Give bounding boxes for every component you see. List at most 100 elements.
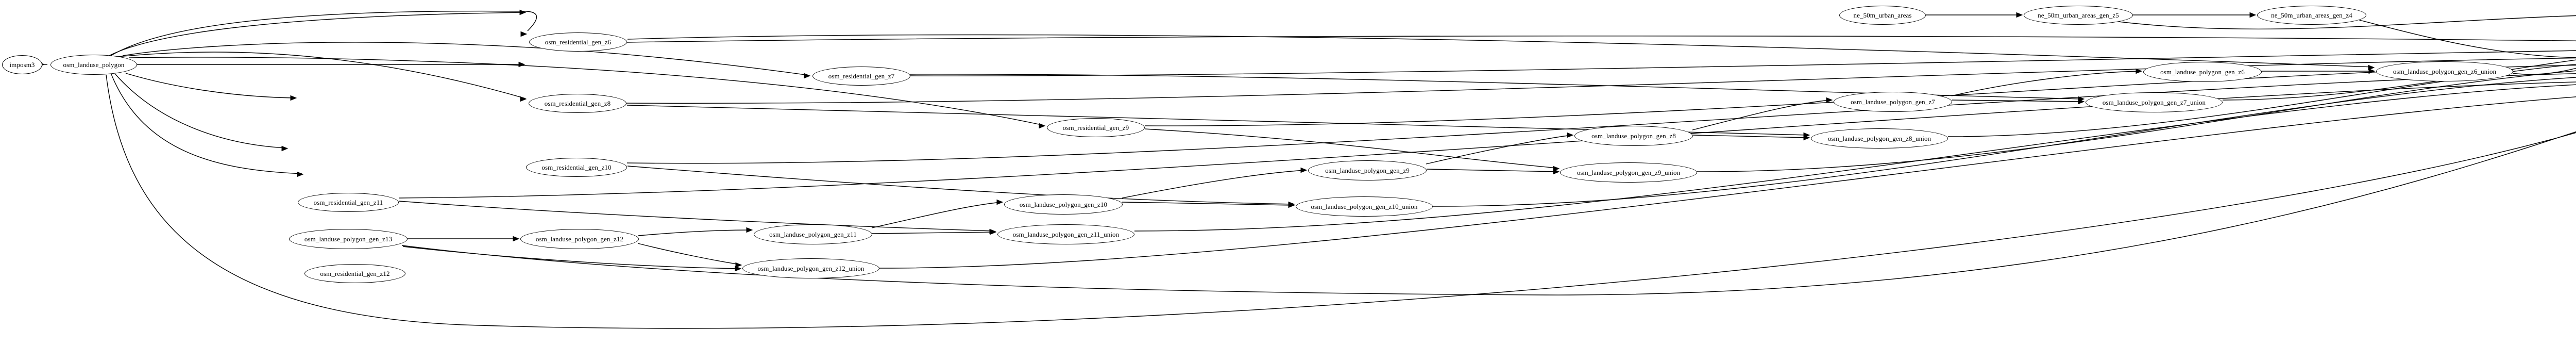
arrowhead-res-z11-to-lup-z11-union <box>989 228 996 235</box>
arrowhead-res-z9-to-lup-z9-union <box>1553 166 1560 172</box>
arrowhead-olp-to-res-z10 <box>518 61 526 68</box>
edge-lup-z8-to-lup-z8-union <box>1692 135 1809 138</box>
arrowhead-lup-z9-to-lup-z8 <box>1567 132 1574 138</box>
node-osm-residential-gen-z12[interactable]: osm_residential_gen_z12 <box>304 264 405 283</box>
arrowhead-olp-to-res-z8 <box>520 96 527 102</box>
arrowhead-lup-z6-to-lup-z6-union <box>2368 68 2376 74</box>
node-label: osm_residential_gen_z9 <box>1062 124 1129 131</box>
node-osm-residential-gen-z11[interactable]: osm_residential_gen_z11 <box>298 193 399 212</box>
node-osm-landuse-polygon-gen-z6[interactable]: osm_landuse_polygon_gen_z6 <box>2143 62 2262 82</box>
edge-olp-to-res-z12 <box>111 74 302 174</box>
node-ne-50m-urban-areas[interactable]: ne_50m_urban_areas <box>1839 6 1926 25</box>
node-osm-residential-gen-z8[interactable]: osm_residential_gen_z8 <box>529 94 626 113</box>
node-label: ne_50m_urban_areas_gen_z5 <box>2038 11 2119 19</box>
edge-res-z10-to-lup-z10-union <box>627 166 1294 205</box>
edge-res-z10-to-layer-z10 <box>626 73 2576 164</box>
edge-lup-z6-union-to-layer-z6 <box>2512 68 2576 75</box>
arrowhead-lup-z12-to-lup-z12-union <box>735 262 742 268</box>
arrowhead-lup-z12-to-lup-z11 <box>746 227 753 233</box>
edge-olp-to-res-z7 <box>122 42 809 76</box>
node-osm-landuse-polygon-gen-z12-union[interactable]: osm_landuse_polygon_gen_z12_union <box>742 258 879 278</box>
arrowhead-lup-z9-to-lup-z9-union <box>1553 169 1560 175</box>
node-label: osm_landuse_polygon_gen_z13 <box>304 235 393 243</box>
edge-lup-z9-to-lup-z8 <box>1426 135 1572 164</box>
edge-lup-z12-to-lup-z12-union <box>637 243 741 265</box>
edge-lup-z11-to-lup-z10 <box>871 202 1002 228</box>
node-label: osm_landuse_polygon_gen_z12_union <box>757 265 865 272</box>
node-label: osm_residential_gen_z6 <box>545 38 612 46</box>
edge-olp-to-res-z8 <box>117 52 526 99</box>
edge-olp-to-res-z6 <box>110 10 537 56</box>
arrowhead-lup-z8-to-lup-z8-union <box>1803 135 1810 141</box>
node-osm-landuse-polygon-gen-z7[interactable]: osm_landuse_polygon_gen_z7 <box>1834 92 1952 112</box>
arrowhead-olp-to-res-z6 <box>520 31 528 37</box>
edge-lup-z12-union-to-layer-z12 <box>879 96 2576 269</box>
arrowhead-lup-z10-to-lup-z10-union <box>1288 202 1295 208</box>
arrowhead-ne-gen-z5-to-gen-z4 <box>2249 12 2257 18</box>
node-imposm3[interactable]: imposm3 <box>2 55 42 74</box>
edge-lup-z10-to-lup-z9 <box>1122 170 1306 199</box>
node-osm-landuse-polygon-gen-z11[interactable]: osm_landuse_polygon_gen_z11 <box>754 224 872 244</box>
edge-res-z11-to-layer-z11 <box>398 81 2576 199</box>
node-osm-landuse-polygon-gen-z9[interactable]: osm_landuse_polygon_gen_z9 <box>1308 160 1427 180</box>
node-label: osm_landuse_polygon_gen_z7 <box>1851 98 1935 106</box>
node-label: osm_landuse_polygon <box>63 61 125 69</box>
node-osm-residential-gen-z10[interactable]: osm_residential_gen_z10 <box>526 158 627 177</box>
node-osm-residential-gen-z9[interactable]: osm_residential_gen_z9 <box>1047 118 1145 137</box>
arrowhead-lup-z10-to-lup-z9 <box>1300 167 1308 173</box>
edge-res-z11-to-lup-z11-union <box>398 201 995 232</box>
edge-lup-z7-to-lup-z7-union <box>1952 100 2083 102</box>
node-label: ne_50m_urban_areas_gen_z4 <box>2271 11 2352 19</box>
node-osm-landuse-polygon-gen-z7-union[interactable]: osm_landuse_polygon_gen_z7_union <box>2086 92 2223 112</box>
edge-lup-z13-to-layer-z13 <box>401 131 2576 295</box>
arrowhead-res-z7-to-lup-z7-union <box>2078 96 2085 102</box>
node-label: imposm3 <box>9 61 35 69</box>
node-osm-landuse-polygon-gen-z11-union[interactable]: osm_landuse_polygon_gen_z11_union <box>997 224 1134 244</box>
node-label: osm_residential_gen_z8 <box>544 100 611 107</box>
node-osm-landuse-polygon-gen-z13[interactable]: osm_landuse_polygon_gen_z13 <box>289 229 408 249</box>
node-label: osm_landuse_polygon_gen_z11 <box>769 231 857 238</box>
node-label: osm_landuse_polygon_gen_z6 <box>2160 68 2245 76</box>
edge-lup-z7-to-lup-z6 <box>1951 71 2141 96</box>
node-label: osm_residential_gen_z7 <box>828 72 895 80</box>
node-ne-50m-urban-areas-gen-z4[interactable]: ne_50m_urban_areas_gen_z4 <box>2257 6 2366 25</box>
edge-res-z7-to-layer-z7 <box>910 50 2576 76</box>
node-label: osm_landuse_polygon_gen_z11_union <box>1012 231 1120 238</box>
edge-lup-z11-to-lup-z11-union <box>872 232 995 234</box>
arrowhead-lup-z11-to-lup-z11-union <box>990 229 997 235</box>
edge-res-z6-to-lup-z6-union <box>627 34 2374 68</box>
node-osm-landuse-polygon-gen-z9-union[interactable]: osm_landuse_polygon_gen_z9_union <box>1560 162 1697 183</box>
arrowhead-olp-to-res-z6b <box>519 9 527 15</box>
edge-olp-to-res-z9 <box>128 57 1044 126</box>
node-label: osm_residential_gen_z11 <box>313 199 383 206</box>
node-osm-landuse-polygon-gen-z8[interactable]: osm_landuse_polygon_gen_z8 <box>1574 126 1693 146</box>
node-label: osm_landuse_polygon_gen_z10_union <box>1311 203 1418 210</box>
node-osm-landuse-polygon[interactable]: osm_landuse_polygon <box>50 55 137 75</box>
node-osm-landuse-polygon-gen-z12[interactable]: osm_landuse_polygon_gen_z12 <box>520 229 639 249</box>
edge-lup-z8-to-lup-z7 <box>1692 100 1832 130</box>
edge-lup-z10-to-lup-z10-union <box>1122 202 1294 206</box>
arrowhead-lup-z13-to-lup-z12-union <box>735 266 742 272</box>
node-label: osm_residential_gen_z12 <box>320 270 390 277</box>
node-label: ne_50m_urban_areas <box>1853 11 1912 19</box>
node-osm-landuse-polygon-gen-z10-union[interactable]: osm_landuse_polygon_gen_z10_union <box>1296 196 1433 217</box>
edge-res-z8-to-layer-z8 <box>626 57 2576 104</box>
arrowhead-lup-z11-to-lup-z10 <box>996 199 1004 205</box>
arrowhead-olp-to-res-z9 <box>1039 123 1046 129</box>
node-osm-residential-gen-z7[interactable]: osm_residential_gen_z7 <box>812 67 910 86</box>
arrowhead-olp-to-lup-z13 <box>281 145 289 152</box>
edge-lup-z13-to-lup-z12-union <box>402 246 740 269</box>
node-osm-residential-gen-z6[interactable]: osm_residential_gen_z6 <box>529 32 627 52</box>
node-label: osm_landuse_polygon_gen_z9_union <box>1577 169 1681 176</box>
node-osm-landuse-polygon-gen-z6-union[interactable]: osm_landuse_polygon_gen_z6_union <box>2376 61 2513 81</box>
node-label: osm_landuse_polygon_gen_z9 <box>1325 167 1410 174</box>
node-ne-50m-urban-areas-gen-z5[interactable]: ne_50m_urban_areas_gen_z5 <box>2024 6 2133 25</box>
node-osm-landuse-polygon-gen-z8-union[interactable]: osm_landuse_polygon_gen_z8_union <box>1811 128 1948 149</box>
arrowhead-res-z8-to-lup-z8-union <box>1803 132 1810 138</box>
edge-res-z6-to-layer-z6 <box>626 36 2576 43</box>
node-osm-landuse-polygon-gen-z10[interactable]: osm_landuse_polygon_gen_z10 <box>1004 194 1123 215</box>
edge-ne-gen-z4-to-layer-z4 <box>2357 19 2576 58</box>
node-label: osm_landuse_polygon_gen_z7_union <box>2102 98 2206 106</box>
